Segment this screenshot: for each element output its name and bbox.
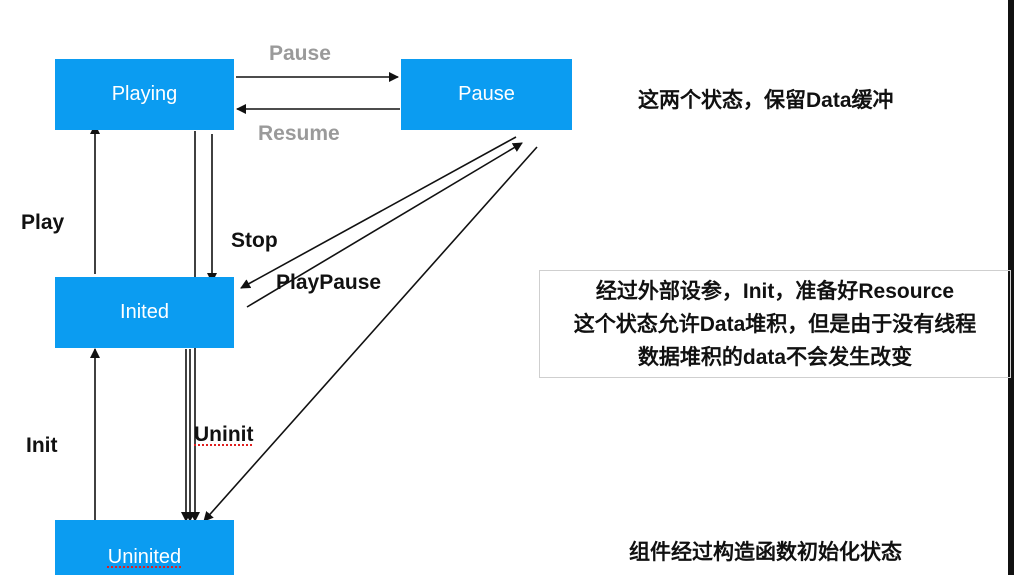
state-inited-label: Inited bbox=[120, 301, 169, 323]
note-inited-line-3: 数据堆积的data不会发生改变 bbox=[637, 345, 913, 369]
note-uninited: 组件经过构造函数初始化状态 bbox=[629, 541, 902, 564]
note-inited-line-1: 经过外部设参，Init，准备好Resource bbox=[595, 279, 955, 303]
state-inited: Inited bbox=[55, 277, 234, 348]
state-pause-label: Pause bbox=[458, 83, 515, 105]
note-pause-states: 这两个状态，保留Data缓冲 bbox=[638, 89, 894, 112]
state-pause: Pause bbox=[401, 59, 572, 130]
transition-label-init: Init bbox=[26, 434, 58, 457]
state-uninited: Uninited bbox=[55, 520, 234, 575]
arrow-pause-to-inited bbox=[240, 136, 517, 289]
transition-label-resume: Resume bbox=[258, 122, 340, 145]
right-edge-bar bbox=[1008, 0, 1014, 575]
transition-label-stop: Stop bbox=[231, 229, 278, 252]
transition-label-play: Play bbox=[21, 211, 65, 234]
transition-label-playpause: PlayPause bbox=[276, 271, 382, 294]
note-inited-box: 经过外部设参，Init，准备好Resource 这个状态允许Data堆积，但是由… bbox=[539, 270, 1011, 378]
state-uninited-label: Uninited bbox=[107, 546, 182, 568]
transition-label-pause: Pause bbox=[269, 42, 331, 65]
state-playing-label: Playing bbox=[111, 83, 178, 105]
arrow-pause-to-uninited bbox=[203, 146, 538, 522]
note-inited-line-2: 这个状态允许Data堆积，但是由于没有线程 bbox=[573, 312, 977, 336]
transition-label-uninit: Uninit bbox=[194, 423, 254, 446]
arrow-inited-to-pause bbox=[246, 142, 523, 308]
state-playing: Playing bbox=[55, 59, 234, 130]
